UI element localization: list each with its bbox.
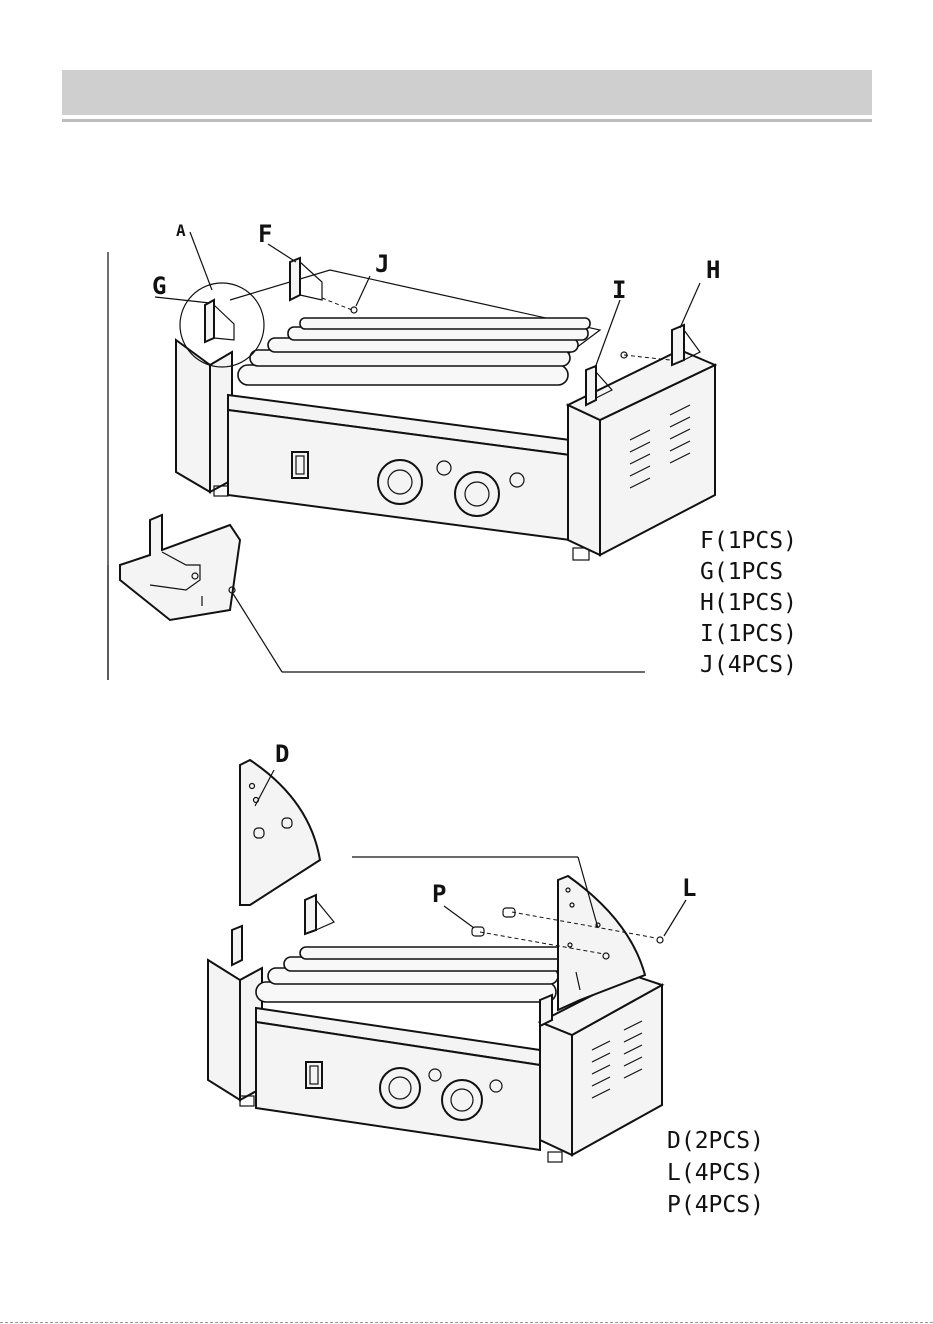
legend-item: P(4PCS) [667, 1192, 764, 1218]
legend-bottom: D(2PCS) L(4PCS) P(4PCS) [667, 1128, 764, 1218]
legend-item: L(4PCS) [667, 1160, 764, 1186]
label-i: I [612, 276, 626, 304]
page-bottom-rule [0, 1322, 933, 1323]
label-g: G [152, 272, 166, 300]
legend-item: G(1PCS [700, 559, 783, 585]
label-h: H [706, 256, 720, 284]
bottom-figure [208, 760, 686, 1162]
legend-item: J(4PCS) [700, 652, 797, 678]
legend-top: F(1PCS) G(1PCS H(1PCS) I(1PCS) J(4PCS) [700, 528, 797, 678]
legend-item: H(1PCS) [700, 590, 797, 616]
label-f: F [258, 220, 272, 248]
label-d: D [275, 740, 289, 768]
legend-item: I(1PCS) [700, 621, 797, 647]
label-p: P [432, 880, 446, 908]
label-l: L [682, 874, 696, 902]
legend-item: F(1PCS) [700, 528, 797, 554]
label-j: J [375, 250, 389, 278]
legend-item: D(2PCS) [667, 1128, 764, 1154]
label-a: A [176, 221, 186, 240]
